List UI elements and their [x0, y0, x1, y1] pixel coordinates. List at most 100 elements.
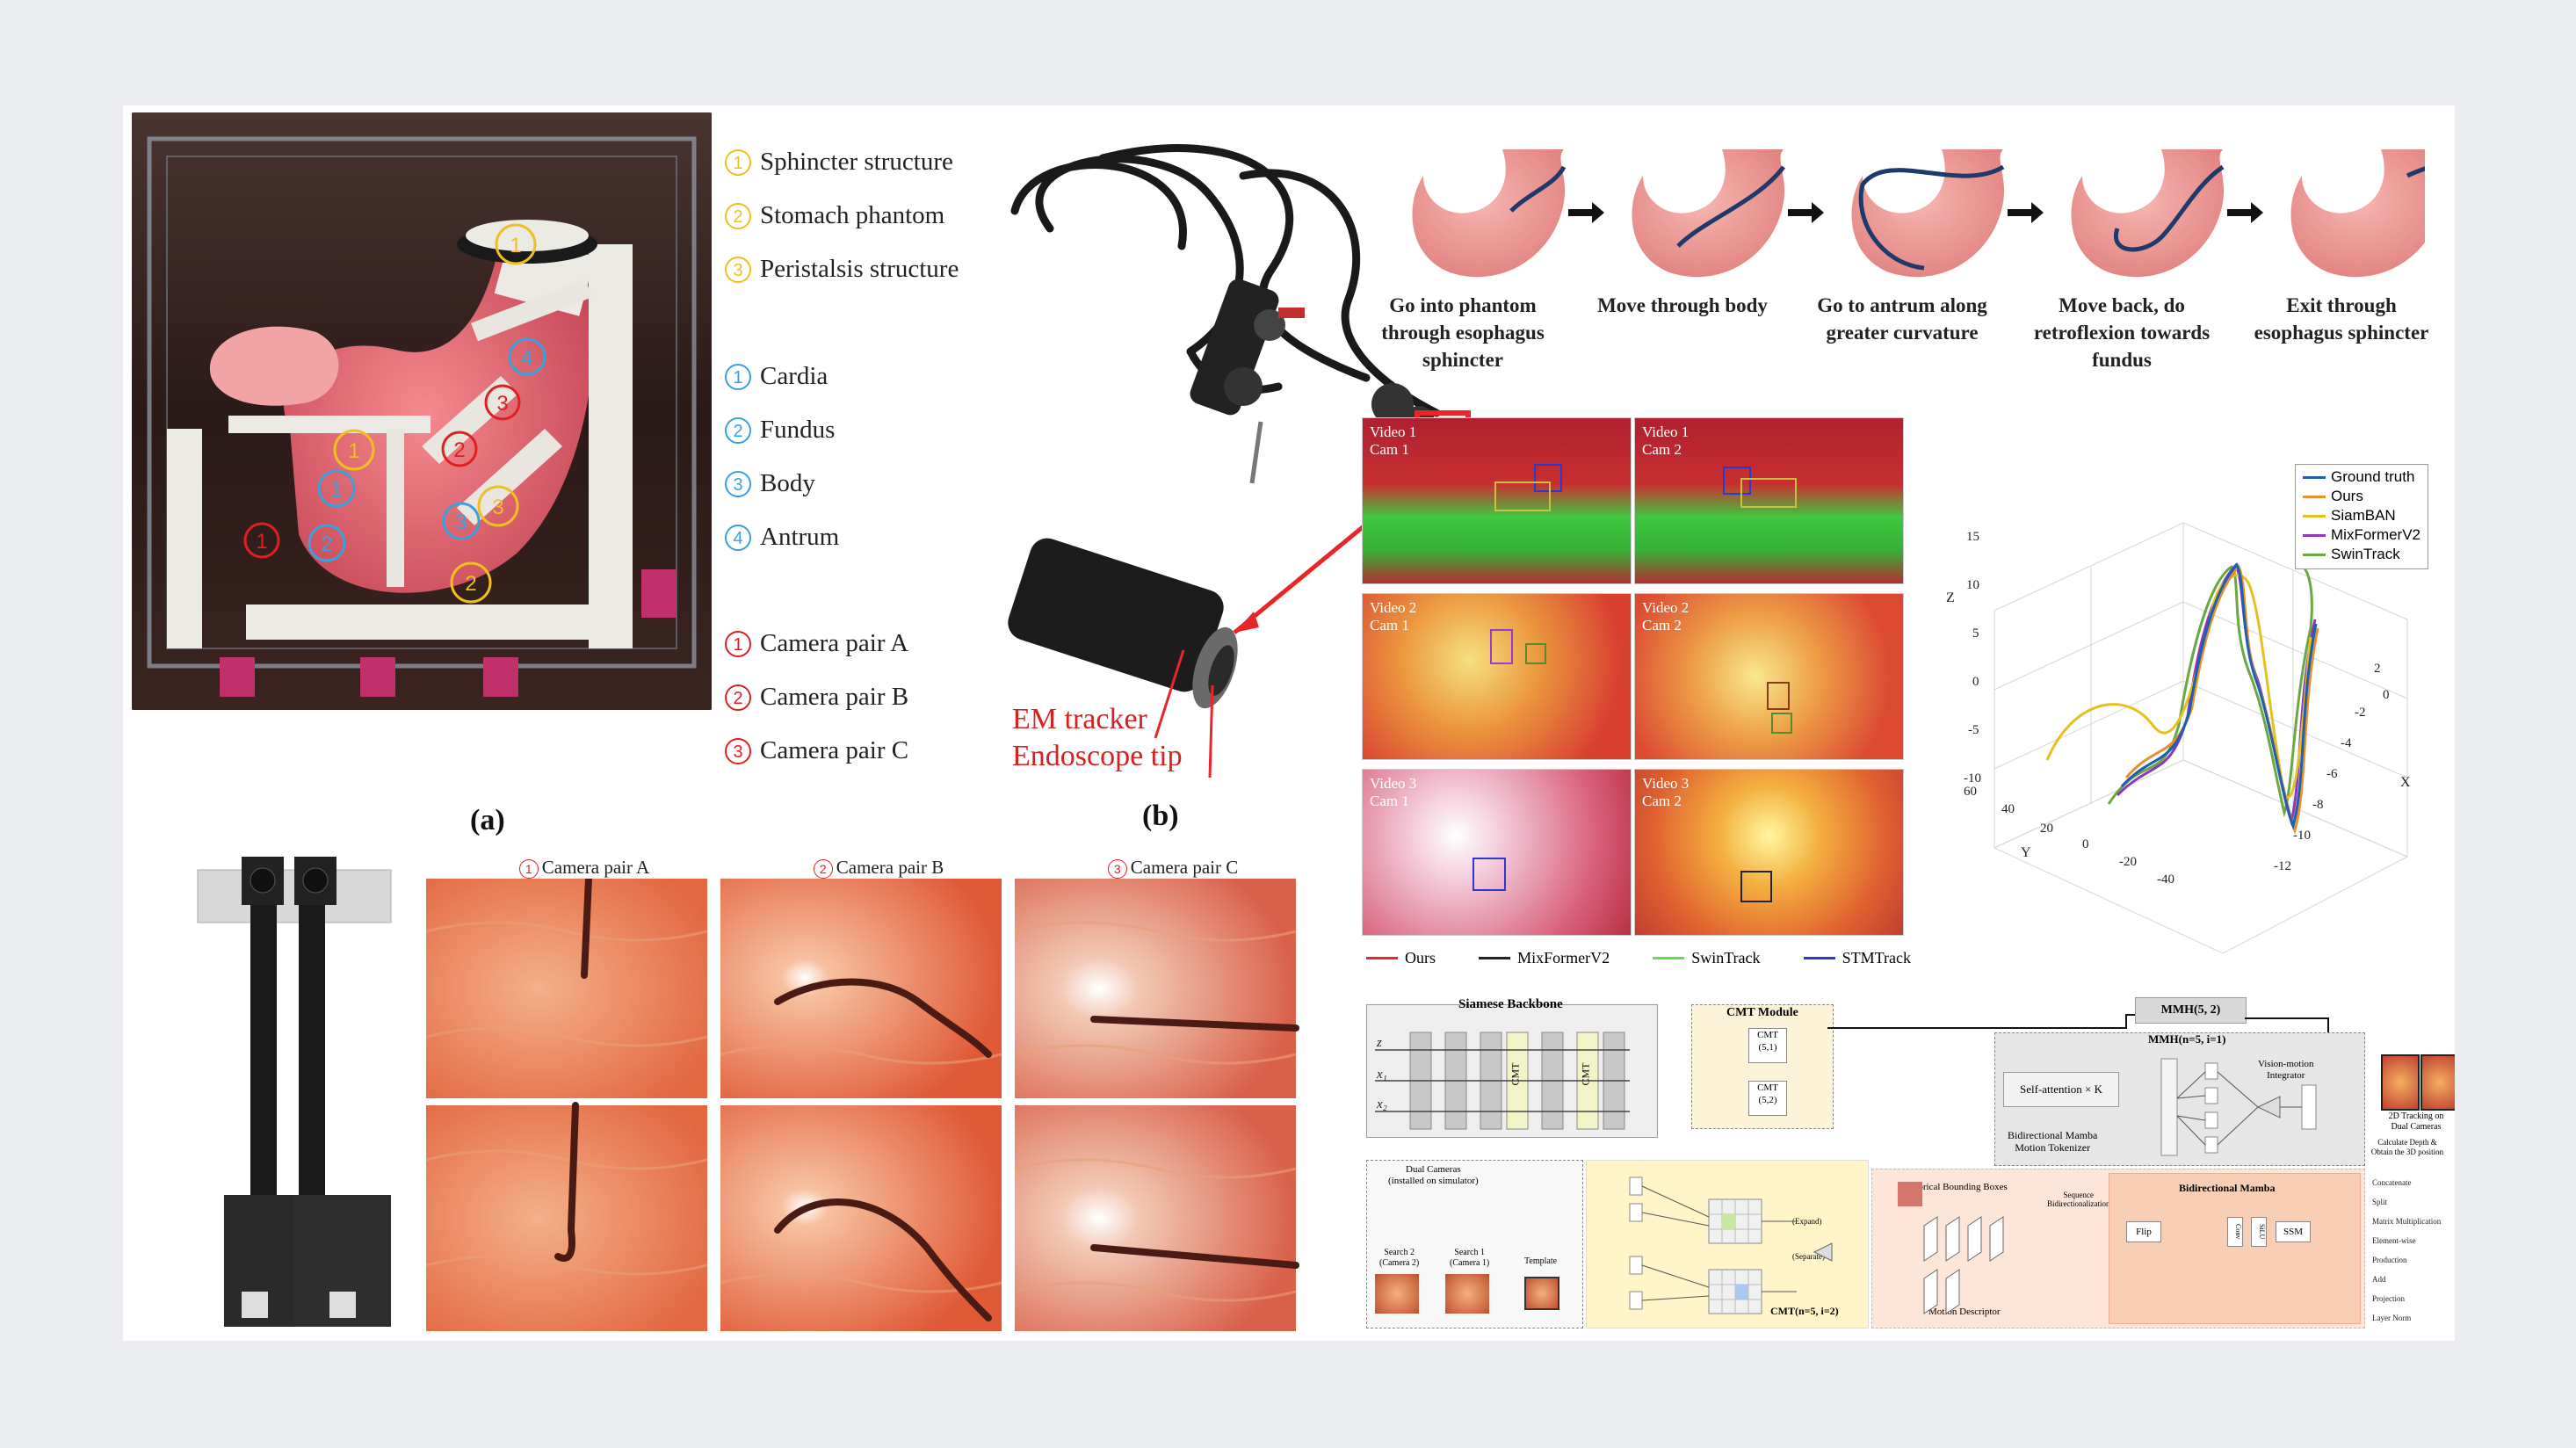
svg-text:1: 1 — [256, 530, 267, 554]
red-number-3: 3 — [725, 737, 751, 764]
bidirectional-mamba-tokenizer: Bidirectional Mamba Motion Tokenizer — [2008, 1129, 2098, 1154]
svg-text:2: 2 — [465, 572, 476, 596]
cmt-bottom-label: CMT(n=5, i=2) — [1770, 1305, 1839, 1317]
camera-a-number: 1 — [518, 859, 539, 879]
siamese-backbone-title: Siamese Backbone — [1458, 997, 1563, 1011]
tracking-video2-cam2: Video 2 Cam 2 — [1634, 593, 1904, 760]
plot-legend-siamban: SiamBAN — [2303, 507, 2420, 525]
mmh-inner-blocks — [2160, 1058, 2317, 1156]
stage-caption-1: Go into phantom through esophagus sphinc… — [1381, 294, 1545, 371]
op-split: Split — [2372, 1198, 2388, 1206]
box-ours — [1723, 467, 1751, 495]
stage-caption-4: Move back, do retroflexion towards fundu… — [2033, 294, 2211, 371]
panel-label-b: (b) — [1142, 800, 1179, 832]
svg-text:3: 3 — [492, 496, 503, 519]
operator-legend: Concatenate Split Matrix Multiplication … — [2372, 1173, 2451, 1328]
tracking-video3-cam1: Video 3 Cam 1 — [1362, 769, 1632, 936]
yellow-number-3: 3 — [725, 256, 751, 283]
self-attention-box: Self-attention × K — [2003, 1072, 2119, 1107]
stage-3-stomach — [1851, 149, 2005, 278]
blue-number-2: 2 — [725, 416, 751, 444]
svg-text:1: 1 — [330, 478, 342, 502]
stage-caption-3: Go to antrum along greater curvature — [1817, 294, 1987, 344]
template-label: Template — [1524, 1256, 1558, 1266]
svg-text:3: 3 — [455, 510, 467, 534]
tracking-video1-cam2: Video 1 Cam 2 — [1634, 417, 1904, 584]
stage-caption-2: Move through body — [1597, 294, 1768, 316]
svg-text:-6: -6 — [2326, 767, 2338, 781]
legend-stmtrack: STMTrack — [1803, 945, 1911, 971]
svg-text:-12: -12 — [2274, 859, 2291, 873]
svg-text:-2: -2 — [2355, 706, 2366, 720]
svg-text:0: 0 — [2383, 688, 2390, 702]
stage-4-stomach — [2071, 149, 2225, 278]
op-concatenate: Concatenate — [2372, 1178, 2412, 1187]
tracking-thumb-2 — [2420, 1054, 2455, 1111]
svg-text:10: 10 — [1966, 578, 1979, 592]
stomach-stages-illustration — [1412, 149, 2444, 278]
stage-2-stomach — [1632, 149, 1785, 278]
endoscope-illustration — [1008, 144, 1471, 778]
swatch-mixformerv2 — [2303, 533, 2326, 537]
op-elementwise: Element-wise Production — [2372, 1236, 2416, 1264]
op-projection: Projection — [2372, 1294, 2405, 1303]
svg-text:0: 0 — [2082, 837, 2089, 851]
cmt-label-1: CMT — [1509, 1062, 1522, 1086]
op-add: Add — [2372, 1275, 2386, 1284]
expand-label: (Expand) — [1792, 1217, 1822, 1226]
plot-legend: Ground truth Ours SiamBAN MixFormerV2 Sw… — [2295, 464, 2429, 569]
legend-mix-swatch — [1479, 956, 1511, 959]
search2-label: Search 2 (Camera 2) — [1379, 1248, 1420, 1268]
box-ours — [1767, 682, 1790, 710]
historical-bbox-label: Historical Bounding Boxes — [1902, 1182, 2008, 1192]
svg-text:60: 60 — [1964, 785, 1977, 799]
template-thumb — [1524, 1277, 1559, 1310]
plot-legend-ours: Ours — [2303, 488, 2420, 505]
x-axis-label: X — [2400, 775, 2411, 790]
z-axis-label: Z — [1946, 590, 1955, 605]
blue-number-1: 1 — [725, 363, 751, 390]
endoscope-figure — [980, 123, 1489, 808]
box-ours — [1473, 858, 1506, 891]
mmh-top-box: MMH(5, 2) — [2135, 997, 2247, 1024]
blue-number-4: 4 — [725, 524, 751, 551]
tracking-video2-cam1: Video 2 Cam 1 — [1362, 593, 1632, 760]
svg-text:0: 0 — [1972, 675, 1979, 689]
svg-text:1: 1 — [348, 439, 359, 463]
bidirectional-mamba-box — [2109, 1173, 2361, 1324]
cmt-module-title: CMT Module — [1726, 1006, 1798, 1019]
svg-text:-20: -20 — [2119, 855, 2137, 869]
bidirectional-mamba-title: Bidirectional Mamba — [2179, 1182, 2276, 1194]
flip-block: Flip — [2126, 1221, 2161, 1242]
svg-text:1: 1 — [510, 234, 521, 257]
svg-text:20: 20 — [2040, 822, 2053, 836]
tracking-legend: Ours MixFormerV2 SwinTrack STMTrack — [1366, 945, 1911, 971]
svg-text:2: 2 — [2374, 662, 2381, 676]
tracking-2d-label: 2D Tracking on Dual Cameras — [2388, 1111, 2444, 1132]
swatch-siamban — [2303, 514, 2326, 518]
svg-text:5: 5 — [1972, 626, 1979, 641]
endoscope-tip-annotation: Endoscope tip — [1012, 740, 1183, 772]
svg-text:-5: -5 — [1968, 723, 1979, 737]
camera-b-number: 2 — [813, 859, 833, 879]
seq-bidir-label: Sequence Bidirectionalization — [2047, 1191, 2110, 1208]
cmt-block-5-2: CMT (5,2) — [1748, 1081, 1787, 1116]
op-matmul: Matrix Multiplication — [2372, 1217, 2442, 1226]
yellow-number-2: 2 — [725, 202, 751, 229]
camera-views-illustration — [425, 875, 1299, 1331]
dual-cameras-label: Dual Cameras (installed on simulator) — [1388, 1164, 1479, 1186]
svg-text:4: 4 — [521, 346, 532, 370]
box-ours — [1490, 629, 1513, 664]
